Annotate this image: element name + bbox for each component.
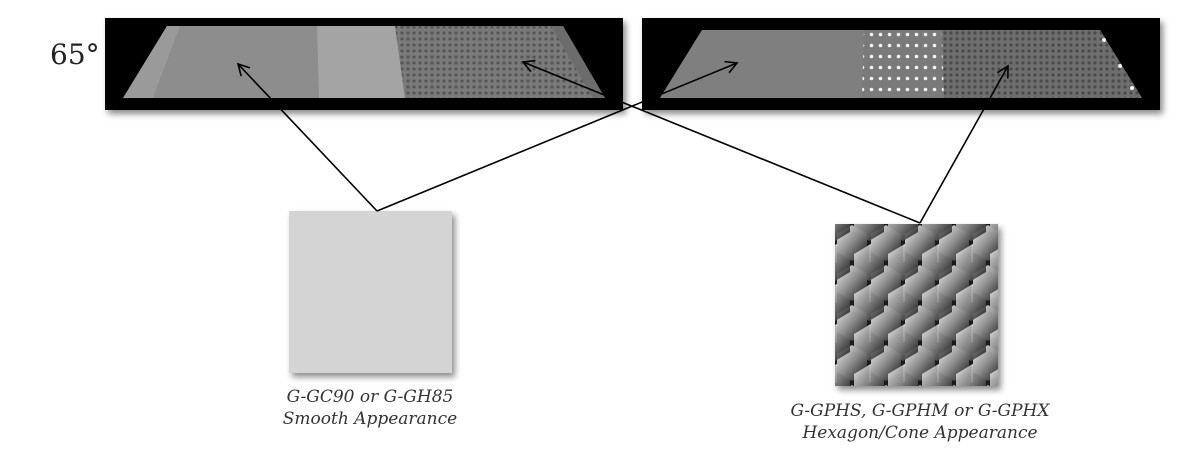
smooth-sample-swatch xyxy=(289,211,452,373)
arrow-smooth-to-left-panel xyxy=(236,62,378,212)
smooth-sample-caption: G-GC90 or G-GH85 Smooth Appearance xyxy=(230,386,510,430)
right-hexagon-region xyxy=(942,30,1142,98)
left-right-edge xyxy=(551,26,605,98)
right-dotted-region xyxy=(862,30,944,98)
left-edge-strip xyxy=(123,26,180,98)
left-hexagon-region xyxy=(395,26,593,98)
panel-left-graphic xyxy=(123,26,605,98)
right-smooth-region xyxy=(660,30,864,98)
left-smooth-light-region xyxy=(317,26,405,98)
hexagon-cone-texture xyxy=(835,224,998,386)
arrow-smooth-to-right-panel xyxy=(376,60,739,212)
hexagon-sample-caption: G-GPHS, G-GPHM or G-GPHX Hexagon/Cone Ap… xyxy=(760,400,1080,444)
right-edge-dot xyxy=(1102,38,1106,42)
arrow-hexagon-to-right-panel xyxy=(919,64,1009,224)
right-edge-dot xyxy=(1118,64,1122,68)
left-smooth-region xyxy=(153,26,319,98)
arrow-hexagon-to-left-panel xyxy=(521,59,921,224)
viewing-angle-label: 65° xyxy=(50,38,100,71)
panel-65deg-right xyxy=(642,18,1160,110)
hexagon-caption-line2: Hexagon/Cone Appearance xyxy=(802,423,1038,443)
smooth-caption-line1: G-GC90 or G-GH85 xyxy=(286,387,454,407)
panel-65deg-left xyxy=(105,18,623,110)
hexagon-caption-line1: G-GPHS, G-GPHM or G-GPHX xyxy=(790,401,1050,421)
smooth-caption-line2: Smooth Appearance xyxy=(282,409,458,429)
hexagon-sample-swatch xyxy=(835,224,998,386)
right-edge-dot xyxy=(1130,86,1134,90)
panel-right-graphic xyxy=(660,30,1142,98)
